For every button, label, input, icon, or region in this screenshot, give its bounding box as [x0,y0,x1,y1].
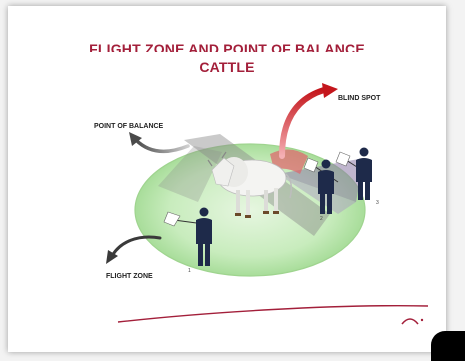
flight-zone-diagram: 1 2 3 BLIND SPOT POINT OF BALANCE FLIGHT… [94,83,429,325]
point-of-balance-label: POINT OF BALANCE [94,123,164,130]
position-number-3: 3 [376,200,379,206]
handler-position-3 [335,147,372,200]
flight-zone-arrow [110,235,162,258]
blind-spot-arrow [279,87,327,159]
flight-zone-label: FLIGHT ZONE [106,273,153,280]
point-of-balance-band-front [158,146,222,202]
blind-spot-label: BLIND SPOT [338,95,381,102]
slide-title-line2: CATTLE [199,59,255,75]
presentation-slide: FLIGHT ZONE AND POINT OF BALANCE CATTLE [8,6,446,352]
cow-figure [207,151,293,218]
handler-position-1 [163,207,212,266]
point-of-balance-arrow [134,138,190,154]
point-of-balance-arrowhead [129,132,142,146]
handler-position-2 [303,157,339,214]
screen-corner [431,331,465,361]
blind-spot-arrowhead [322,83,338,98]
flight-zone-arrowhead [106,250,118,264]
position-number-2: 2 [320,216,323,222]
blind-spot-wedge-lower [278,174,356,214]
arc-logo-icon [401,318,424,325]
footer-swoosh-line [117,304,429,323]
position-number-1: 1 [188,268,191,274]
slide-title-line1: FLIGHT ZONE AND POINT OF BALANCE [89,41,365,52]
